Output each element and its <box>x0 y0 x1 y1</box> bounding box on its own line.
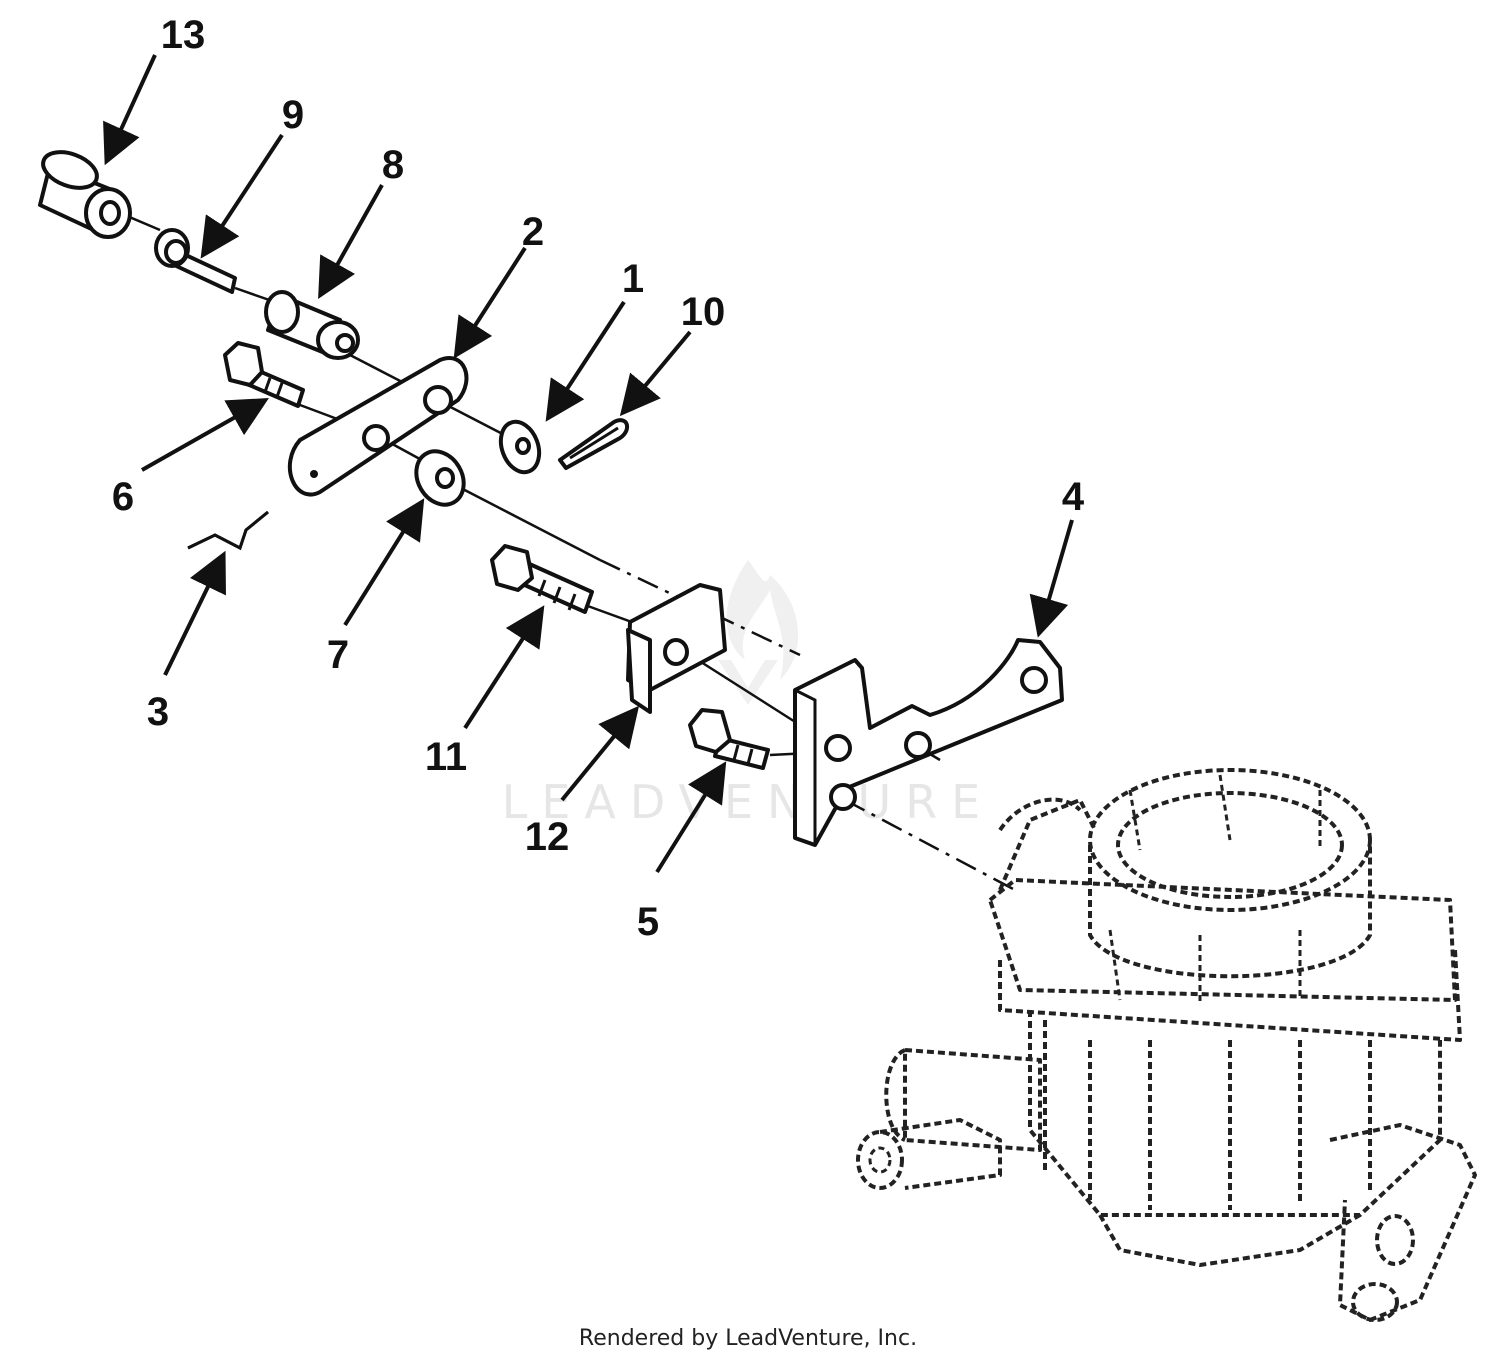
leader-3 <box>163 550 226 676</box>
callout-13: 13 <box>161 13 206 57</box>
footer-credit: Rendered by LeadVenture, Inc. <box>579 1326 917 1351</box>
part-8-bushing <box>264 290 360 360</box>
callout-9: 9 <box>282 93 304 137</box>
callout-4: 4 <box>1062 475 1085 519</box>
part-12-angle-bracket <box>626 583 727 714</box>
leader-12 <box>560 705 640 802</box>
part-9-shoulder-bolt <box>154 228 237 294</box>
leader-4 <box>1029 519 1074 638</box>
carburetor-phantom <box>856 768 1477 1322</box>
leader-lines <box>103 54 1074 874</box>
callout-6: 6 <box>112 475 134 519</box>
leader-8 <box>318 184 384 299</box>
leader-7 <box>343 498 425 627</box>
leader-11 <box>463 605 545 730</box>
leader-6 <box>141 398 269 472</box>
callout-3: 3 <box>147 690 169 734</box>
leader-10 <box>619 330 692 417</box>
callout-1: 1 <box>622 257 644 301</box>
part-10-cotter-pin <box>558 418 630 470</box>
watermark-text: LEADVENTURE <box>502 775 995 829</box>
part-2-link-plate <box>287 356 469 497</box>
callout-10: 10 <box>681 290 726 334</box>
leader-1 <box>545 300 626 422</box>
leader-9 <box>200 133 284 259</box>
part-4-mounting-bracket <box>793 638 1064 847</box>
leader-2 <box>453 246 527 359</box>
part-3-wire-link <box>187 510 269 551</box>
leader-5 <box>655 761 727 874</box>
watermark: LEADVENTURE <box>502 560 995 829</box>
callout-7: 7 <box>327 633 349 677</box>
part-5-hex-bolt <box>688 708 770 770</box>
leader-13 <box>103 54 157 166</box>
callout-5: 5 <box>637 900 659 944</box>
part-1-washer <box>498 419 542 475</box>
part-13-spacer <box>38 150 132 239</box>
callout-labels: 13 9 8 2 1 10 6 3 7 11 12 5 4 <box>112 13 1085 944</box>
callout-11: 11 <box>425 735 467 779</box>
part-7-lock-washer <box>414 449 466 507</box>
callout-12: 12 <box>525 815 570 859</box>
callout-2: 2 <box>522 210 544 254</box>
watermark-flame-logo <box>718 560 799 705</box>
part-6-hex-bolt <box>223 341 305 408</box>
part-11-hex-bolt <box>490 544 594 614</box>
callout-8: 8 <box>382 143 404 187</box>
